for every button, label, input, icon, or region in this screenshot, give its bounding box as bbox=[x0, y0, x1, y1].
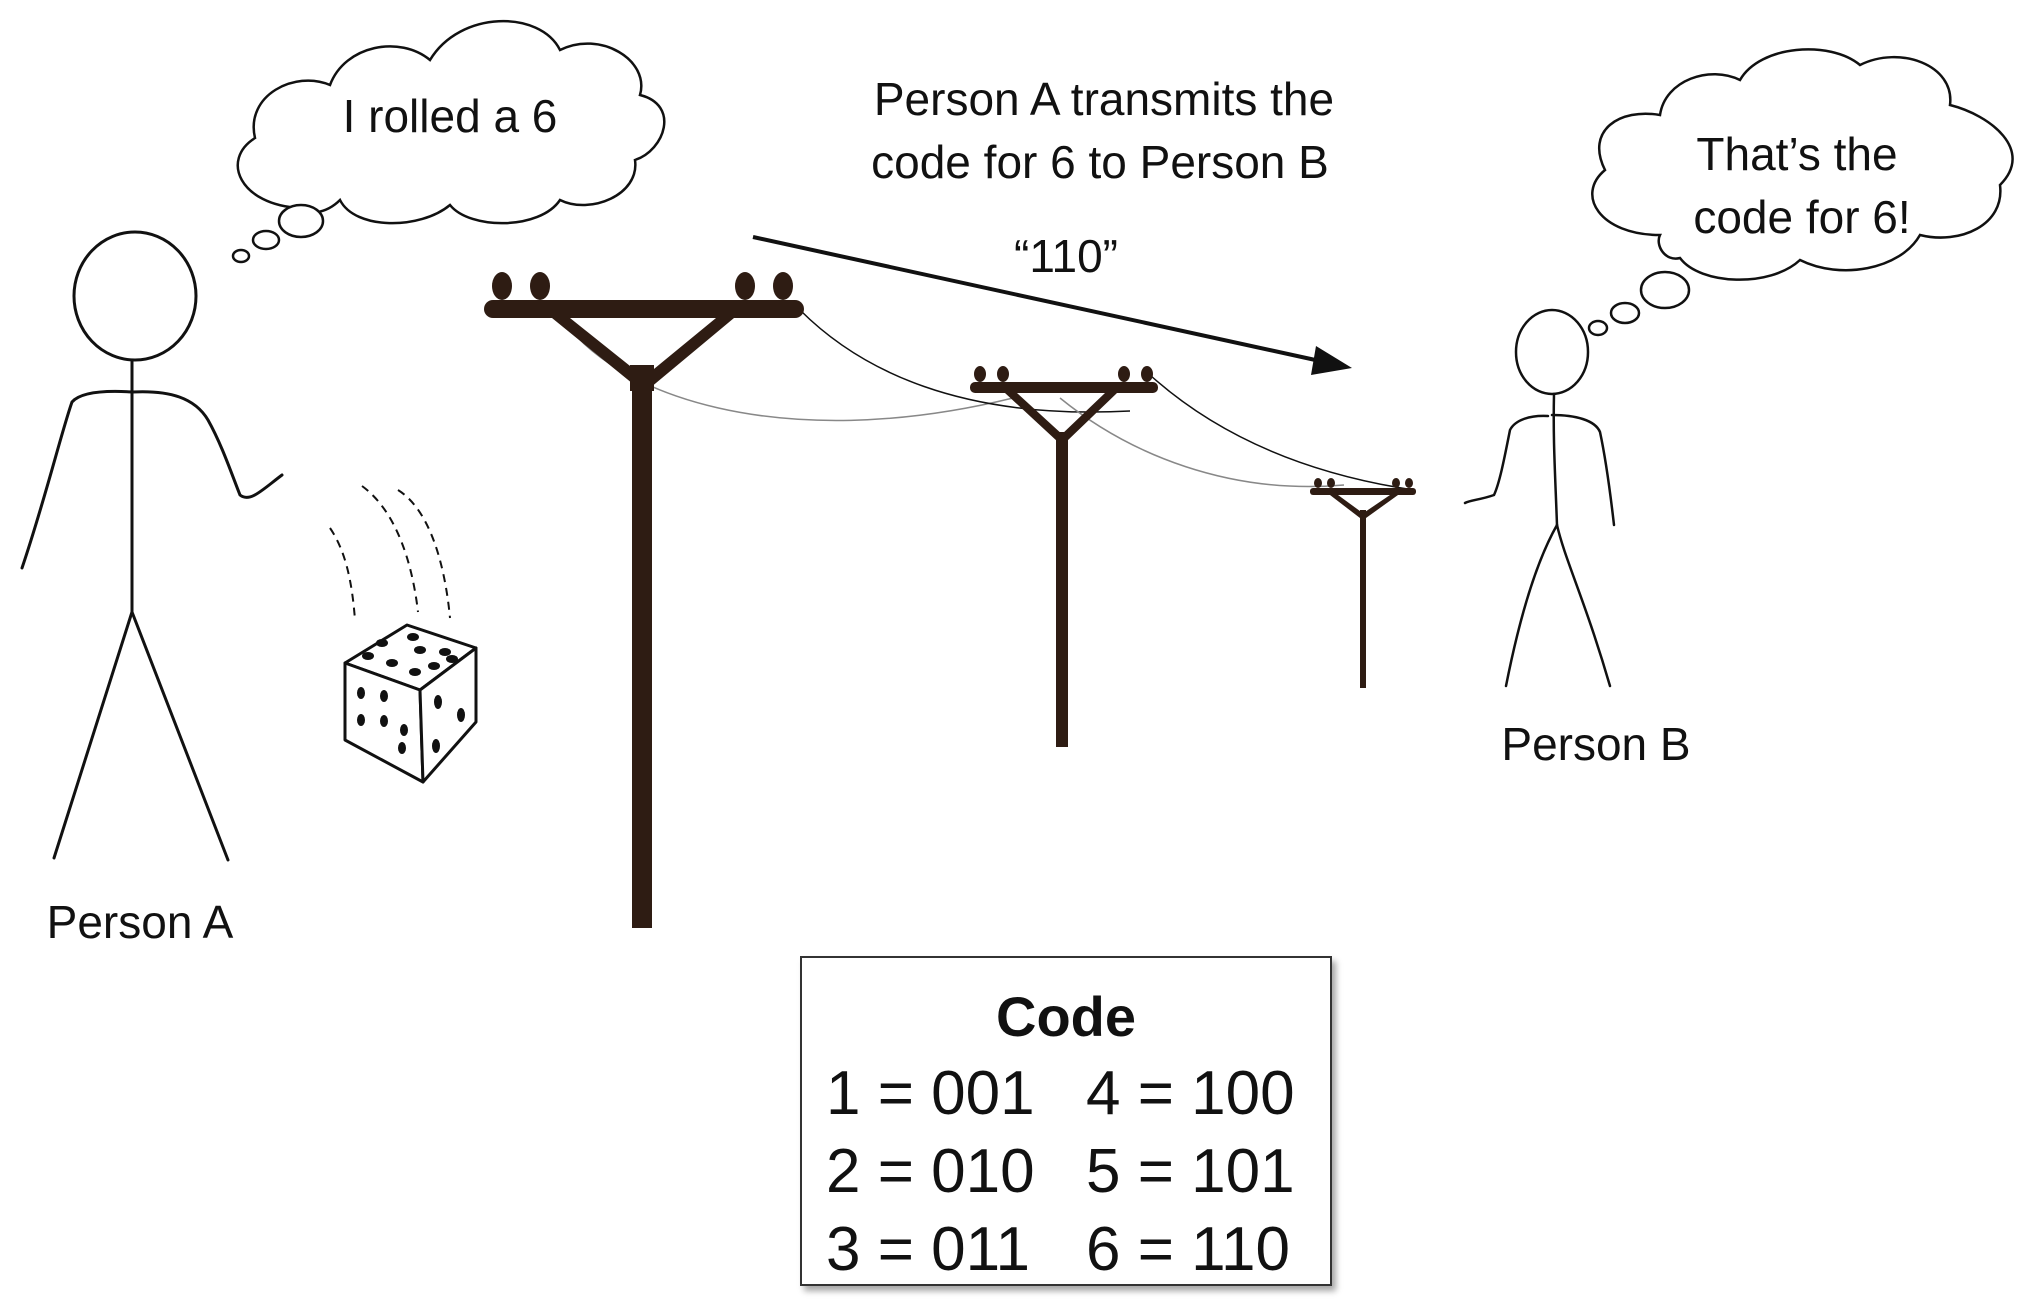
code-table-title: Code bbox=[996, 985, 1136, 1048]
label-person-a: Person A bbox=[47, 896, 234, 948]
code-entry-3: 3 = 011 bbox=[826, 1215, 1030, 1284]
label-person-b: Person B bbox=[1501, 718, 1690, 770]
power-lines bbox=[559, 309, 1415, 491]
thought-cloud-person-a bbox=[231, 20, 666, 264]
thought-text-person-b-line1: That’s the bbox=[1696, 128, 1897, 180]
code-table: Code 1 = 001 4 = 100 2 = 010 5 = 101 3 =… bbox=[800, 956, 1332, 1286]
code-entry-2: 2 = 010 bbox=[826, 1137, 1035, 1206]
thought-cloud-person-b bbox=[1587, 48, 2014, 337]
transmission-arrow bbox=[752, 235, 1352, 375]
transmission-caption-line2: code for 6 to Person B bbox=[871, 136, 1329, 188]
stick-figure-person-b bbox=[1463, 308, 1616, 688]
die-icon bbox=[343, 623, 478, 784]
code-entry-4: 4 = 100 bbox=[1086, 1059, 1295, 1128]
code-entry-6: 6 = 110 bbox=[1086, 1215, 1290, 1284]
transmission-caption-line1: Person A transmits the bbox=[874, 73, 1334, 125]
code-table-grid: 1 = 001 4 = 100 2 = 010 5 = 101 3 = 011 … bbox=[826, 1058, 1316, 1286]
code-entry-5: 5 = 101 bbox=[1086, 1137, 1295, 1206]
stick-figure-person-a bbox=[20, 230, 284, 862]
utility-pole-small bbox=[1310, 478, 1416, 688]
utility-pole-medium bbox=[970, 366, 1158, 747]
thought-text-person-b-line2: code for 6! bbox=[1693, 191, 1910, 243]
motion-lines bbox=[329, 485, 451, 621]
thought-text-person-a: I rolled a 6 bbox=[343, 90, 558, 142]
signal-code-text: “110” bbox=[1014, 230, 1118, 282]
code-entry-1: 1 = 001 bbox=[826, 1059, 1035, 1128]
utility-pole-large bbox=[484, 272, 804, 928]
